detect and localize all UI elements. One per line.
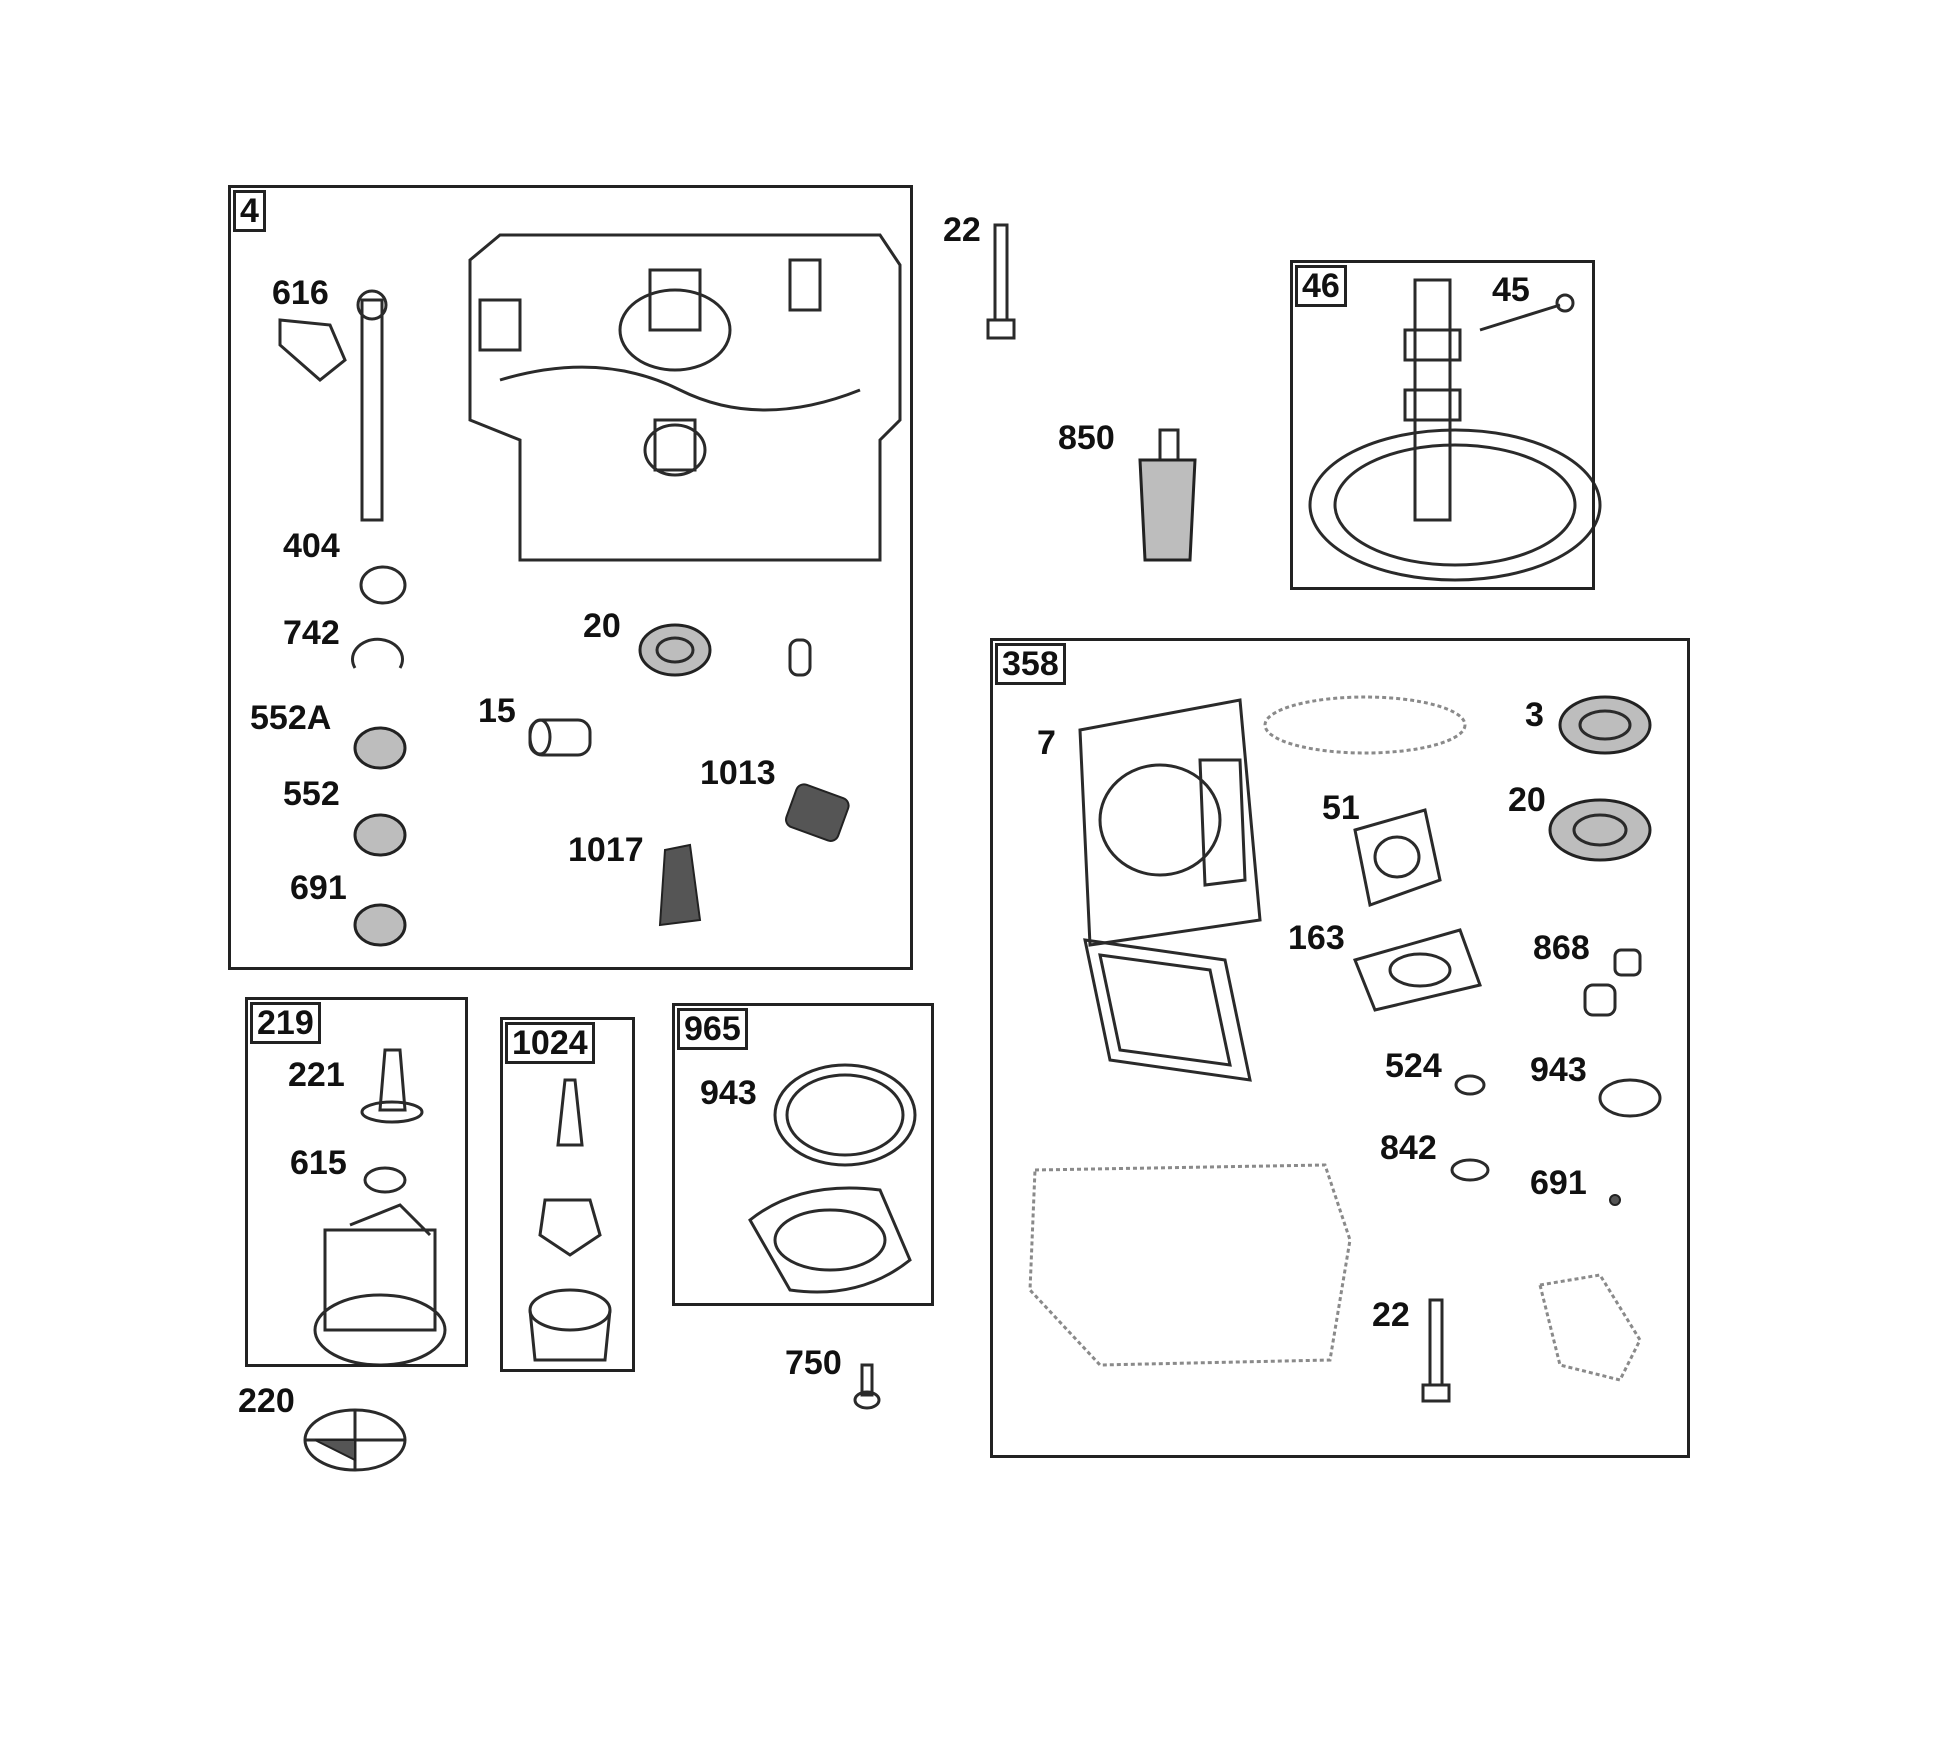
needle-seat-part: [538, 1198, 602, 1257]
part-label-404: 404: [283, 527, 340, 565]
part-label-7: 7: [1037, 724, 1056, 762]
bolt-22b-part: [1421, 1298, 1451, 1403]
part-label-742: 742: [283, 614, 340, 652]
ring-524-part: [1454, 1074, 1486, 1096]
kit-219-tag: 219: [250, 1002, 321, 1044]
plug-15-part: [528, 718, 592, 757]
head-gasket-7-part: [1078, 698, 1262, 947]
kit-219-box: 219: [245, 997, 468, 1367]
part-label-842: 842: [1380, 1129, 1437, 1167]
kit-4-box: 4: [228, 185, 913, 970]
governor-shaft-part: [278, 289, 388, 522]
part-label-20: 20: [583, 607, 621, 645]
part-label-22b: 22: [1372, 1296, 1410, 1334]
part-label-552: 552: [283, 775, 340, 813]
part-label-163: 163: [1288, 919, 1345, 957]
part-label-51: 51: [1322, 789, 1360, 827]
kit-358-box: 358: [990, 638, 1690, 1458]
intake-gasket-part: [1538, 1273, 1642, 1382]
part-label-15: 15: [478, 692, 516, 730]
seal-691-part: [353, 903, 407, 947]
gasket-51-part: [1353, 808, 1442, 907]
fitting-868-part: [1583, 948, 1642, 1017]
part-label-943b: 943: [700, 1074, 757, 1112]
part-label-616: 616: [272, 274, 329, 312]
part-label-45: 45: [1492, 271, 1530, 309]
seal-3-part: [1558, 695, 1652, 755]
plug-part: [788, 638, 812, 677]
part-label-524: 524: [1385, 1047, 1442, 1085]
ring-691-part: [1609, 1194, 1621, 1206]
float-needle-part: [556, 1078, 584, 1147]
crankcase-part: [468, 233, 902, 562]
part-label-850: 850: [1058, 419, 1115, 457]
bolt-22-part: [986, 223, 1016, 340]
part-label-943: 943: [1530, 1051, 1587, 1089]
governor-spool-221-part: [360, 1048, 424, 1124]
oring-943-part: [1598, 1078, 1662, 1118]
breather-1017-part: [658, 843, 702, 927]
sealant-850-part: [1138, 428, 1197, 562]
seal-20-part: [638, 623, 712, 677]
oring-943b-part: [773, 1063, 917, 1167]
part-label-221: 221: [288, 1056, 345, 1094]
part-label-1013: 1013: [700, 754, 776, 792]
part-label-868: 868: [1533, 929, 1590, 967]
valve-cover-gasket-part: [1083, 938, 1252, 1082]
gasket-part: [1263, 695, 1467, 755]
part-label-691: 691: [290, 869, 347, 907]
filter-gasket-part: [748, 1186, 912, 1294]
screw-750-part: [853, 1363, 881, 1410]
kit-1024-tag: 1024: [505, 1022, 595, 1064]
seal-20b-part: [1548, 798, 1652, 862]
kit-965-tag: 965: [677, 1008, 748, 1050]
cover-220-part: [303, 1408, 407, 1472]
part-label-3: 3: [1525, 696, 1544, 734]
part-label-22-bolt: 22: [943, 211, 981, 249]
camshaft-part: [1308, 278, 1602, 582]
washer-615-part: [363, 1166, 407, 1194]
part-label-220: 220: [238, 1382, 295, 1420]
clip-742-part: [351, 637, 404, 669]
part-label-750: 750: [785, 1344, 842, 1382]
kit-46-box: 46: [1290, 260, 1595, 590]
kit-965-box: 965: [672, 1003, 934, 1306]
part-label-1017: 1017: [568, 831, 644, 869]
kit-1024-box: 1024: [500, 1017, 635, 1372]
dowel-1013-part: [785, 783, 850, 842]
bushing-552-part: [353, 813, 407, 857]
gasket-163-part: [1352, 928, 1482, 1012]
float-bowl-part: [528, 1288, 612, 1362]
ring-842-part: [1450, 1158, 1490, 1182]
ring-404-part: [359, 565, 407, 605]
crankcase-gasket-part: [1028, 1163, 1352, 1367]
part-label-552a: 552A: [250, 699, 332, 737]
part-label-691b: 691: [1530, 1164, 1587, 1202]
bushing-552a-part: [353, 726, 407, 770]
kit-358-tag: 358: [995, 643, 1066, 685]
kit-46-tag: 46: [1295, 265, 1347, 307]
part-label-615: 615: [290, 1144, 347, 1182]
kit-4-tag: 4: [233, 190, 266, 232]
part-label-20b: 20: [1508, 781, 1546, 819]
pin-45-part: [1479, 293, 1575, 332]
